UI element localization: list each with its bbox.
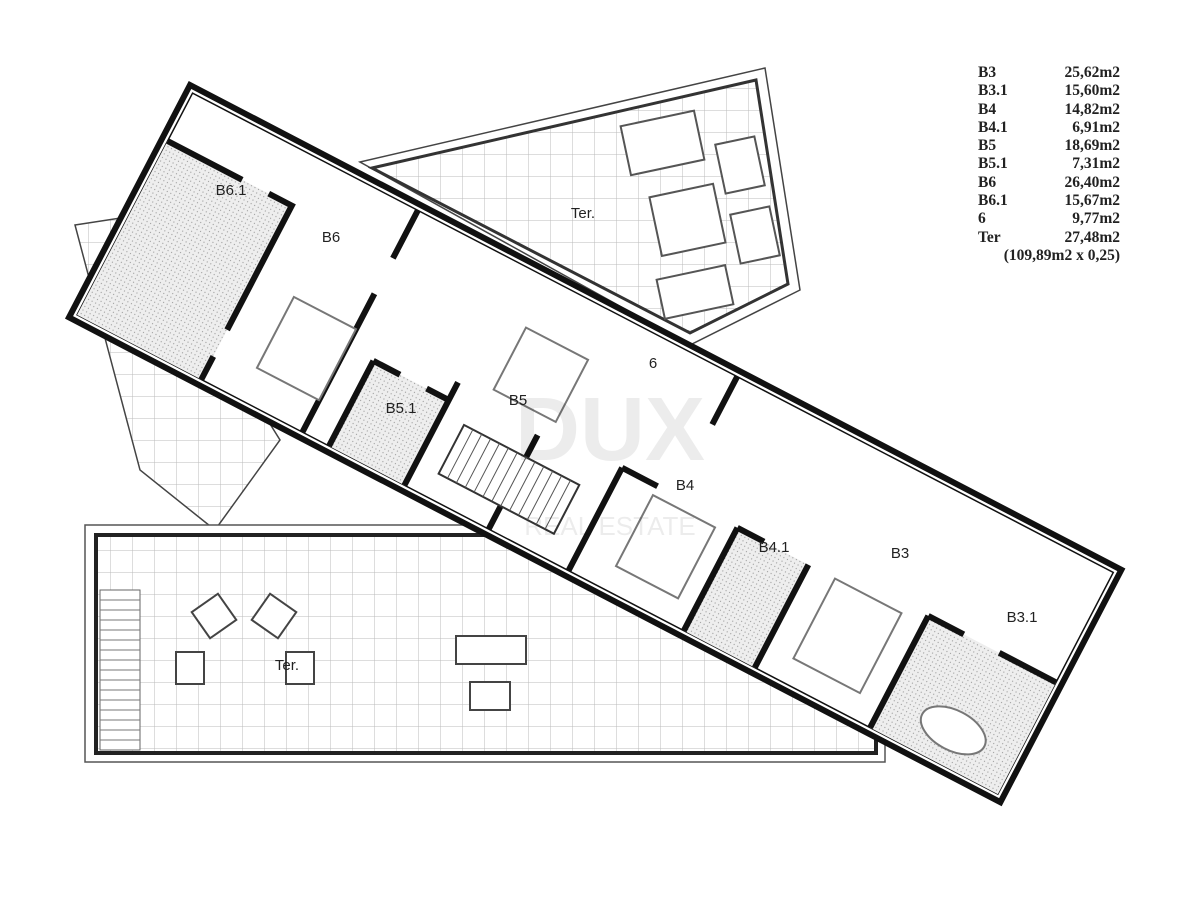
room-label-hall: 6 (649, 355, 657, 372)
legend-row: B3 25,62m2 (978, 64, 1120, 82)
legend-room: B4 (978, 100, 997, 118)
room-label-b5: B5 (509, 392, 527, 409)
legend-area: 9,77m2 (1072, 210, 1120, 228)
terrace-bottom (84, 524, 886, 763)
room-label-b6-1: B6.1 (216, 182, 247, 199)
room-label-b3-1: B3.1 (1007, 609, 1038, 626)
legend-area: 14,82m2 (1064, 100, 1120, 118)
legend-area: 7,31m2 (1072, 155, 1120, 173)
legend-area: 15,60m2 (1064, 82, 1120, 100)
legend-room: B3 (978, 64, 997, 81)
legend-room: B5 (978, 137, 997, 155)
legend-row: B3.1 15,60m2 (978, 82, 1120, 100)
legend-area: 27,48m2 (1064, 228, 1120, 246)
legend-row: B6 26,40m2 (978, 174, 1120, 192)
legend-row: B5.1 7,31m2 (978, 155, 1120, 173)
room-label-b5-1: B5.1 (386, 400, 417, 417)
legend-row: B4 14,82m2 (978, 101, 1120, 119)
room-label-b4: B4 (676, 477, 694, 494)
legend-room: 6 (978, 210, 986, 228)
legend-room: B6.1 (978, 192, 1008, 210)
legend-total-note: (109,89m2 x 0,25) (1003, 246, 1120, 264)
legend-area: 25,62m2 (1064, 64, 1120, 81)
legend-row: B5 18,69m2 (978, 137, 1120, 155)
main-building (64, 80, 1126, 807)
legend-row: 6 9,77m2 (978, 210, 1120, 228)
room-label-terrace-bottom: Ter. (275, 657, 299, 674)
legend-area: 26,40m2 (1064, 173, 1120, 191)
legend-room: B5.1 (978, 155, 1008, 173)
legend-room: Ter (978, 228, 1001, 246)
watermark-logo: DUX (515, 380, 705, 480)
legend-room: B6 (978, 173, 997, 191)
legend-row: Ter 27,48m2 (978, 229, 1120, 247)
watermark-subtitle: REAL ESTATE (524, 511, 695, 541)
legend-row: B6.1 15,67m2 (978, 192, 1120, 210)
legend-row: B4.1 6,91m2 (978, 119, 1120, 137)
room-label-b3: B3 (891, 545, 909, 562)
room-label-b6: B6 (322, 229, 340, 246)
terrace-top (357, 67, 801, 346)
legend-area: 18,69m2 (1064, 137, 1120, 155)
legend-room: B3.1 (978, 82, 1008, 100)
legend-room: B4.1 (978, 118, 1008, 136)
room-label-terrace-top: Ter. (571, 205, 595, 222)
legend-area: 6,91m2 (1072, 118, 1120, 136)
legend-area: 15,67m2 (1064, 192, 1120, 210)
room-label-b4-1: B4.1 (759, 539, 790, 556)
